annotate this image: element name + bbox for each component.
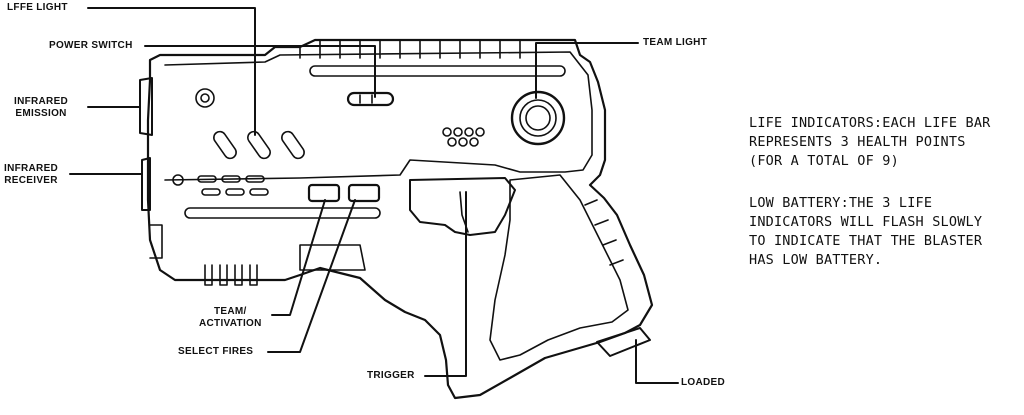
blaster-body [139,38,654,400]
label-infrared-emission: INFRARED EMISSION [14,96,69,119]
label-team-activation: TEAM/ ACTIVATION [199,306,262,329]
label-team-light: TEAM LIGHT [643,37,708,48]
label-life-light: LFFE LIGHT [7,2,68,13]
note-life-indicators: LIFE INDICATORS:EACH LIFE BAR REPRESENTS… [749,115,991,169]
leader-lines [69,7,679,384]
note-low-battery: LOW BATTERY:THE 3 LIFE INDICATORS WILL F… [749,195,983,268]
label-select-fires: SELECT FIRES [178,346,254,357]
label-trigger: TRIGGER [367,370,415,381]
label-power-switch: POWER SWITCH [49,40,133,51]
label-infrared-receiver: INFRARED RECEIVER [4,163,59,186]
label-loaded: LOADED [681,377,726,388]
